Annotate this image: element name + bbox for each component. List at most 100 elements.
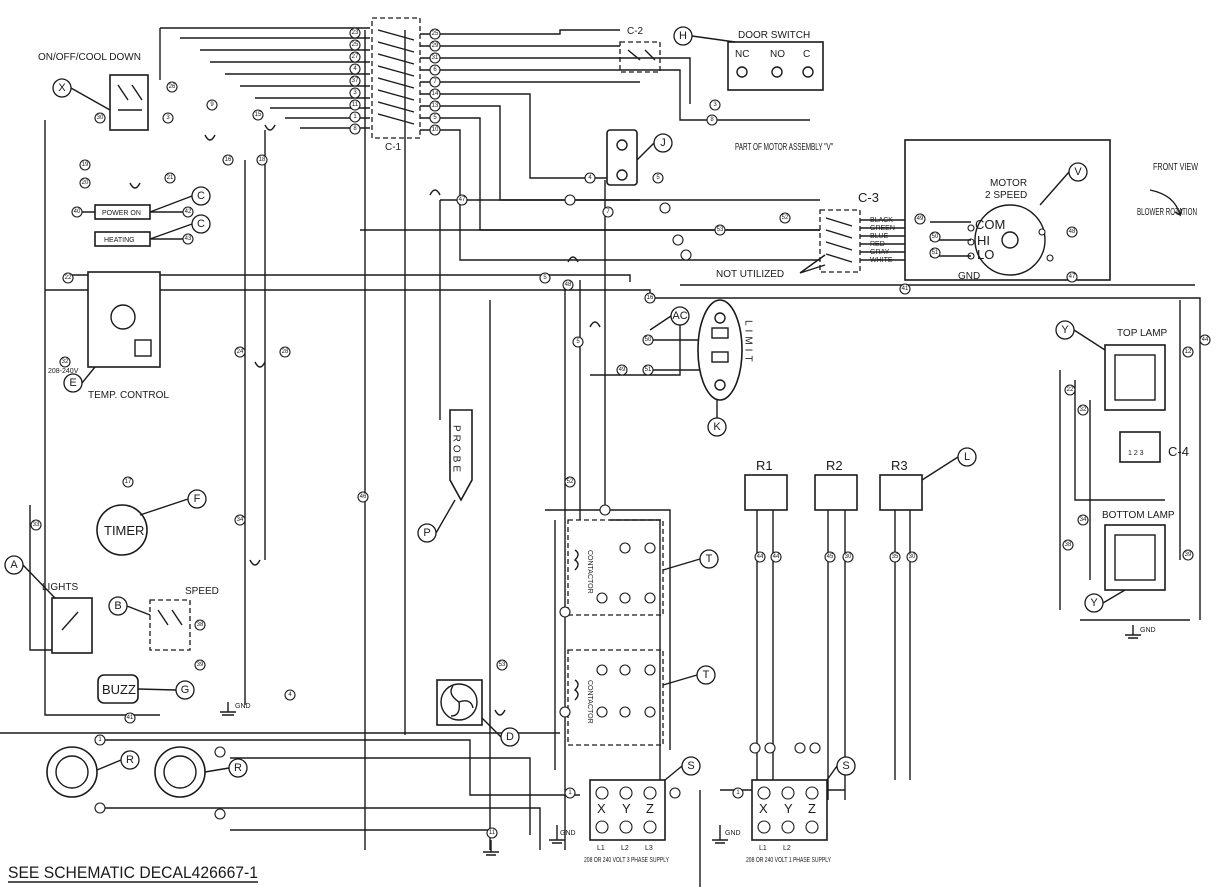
svg-text:5: 5 — [576, 339, 580, 345]
svg-text:T: T — [703, 669, 710, 681]
svg-text:C-2: C-2 — [627, 26, 644, 37]
svg-text:C-4: C-4 — [1168, 444, 1189, 459]
svg-text:F: F — [194, 493, 201, 505]
svg-text:LIMIT: LIMIT — [743, 320, 754, 366]
svg-text:20: 20 — [82, 180, 89, 186]
svg-text:44: 44 — [1202, 337, 1209, 343]
svg-text:H: H — [679, 30, 687, 42]
svg-text:1: 1 — [568, 790, 572, 796]
svg-text:48: 48 — [1069, 229, 1076, 235]
wire-number: 44 — [1199, 334, 1211, 346]
svg-text:12: 12 — [1185, 349, 1192, 355]
probe: PROBE — [449, 409, 473, 502]
bottom-lamp: BOTTOM LAMP — [1102, 510, 1175, 591]
svg-text:CONTACTOR: CONTACTOR — [586, 680, 593, 724]
wire-number — [596, 706, 608, 718]
svg-text:GND: GND — [235, 703, 251, 710]
connector-c3: C-3 BLACK GREEN BLUE RED GRAY WHITE — [819, 190, 905, 273]
svg-text:1: 1 — [98, 737, 102, 743]
ground-icon: GND — [712, 825, 741, 844]
svg-text:10: 10 — [432, 127, 439, 133]
wire-number: 4 — [584, 172, 596, 184]
svg-text:TEMP. CONTROL: TEMP. CONTROL — [88, 390, 169, 401]
svg-text:38: 38 — [1065, 542, 1072, 548]
wire-number: 41 — [899, 283, 911, 295]
callout-c: C — [191, 214, 211, 234]
door-plunger — [606, 129, 638, 186]
callout-d: D — [500, 727, 520, 747]
svg-text:GND: GND — [725, 830, 741, 837]
wire-number: 49 — [914, 213, 926, 225]
svg-text:R3: R3 — [891, 458, 908, 473]
wire-number: 12 — [1182, 346, 1194, 358]
svg-text:40: 40 — [74, 209, 81, 215]
svg-text:P: P — [423, 527, 430, 539]
svg-text:34: 34 — [1080, 517, 1087, 523]
svg-text:44: 44 — [757, 554, 764, 560]
svg-text:7: 7 — [606, 209, 610, 215]
svg-text:50: 50 — [645, 337, 652, 343]
wire-number: 41 — [124, 712, 136, 724]
svg-text:C-3: C-3 — [858, 190, 879, 205]
wire-number: 45 — [824, 551, 836, 563]
callout-r: R — [228, 758, 248, 778]
svg-text:52: 52 — [567, 479, 574, 485]
callout-f: F — [187, 489, 207, 509]
wire-number: 11 — [486, 827, 498, 839]
front-view-label: FRONT VIEW — [1153, 162, 1198, 173]
wire-number — [794, 742, 806, 754]
svg-text:43: 43 — [185, 236, 192, 242]
wire-number: 44 — [770, 551, 782, 563]
wire-number: 23 — [349, 27, 361, 39]
wire-number: 22 — [62, 272, 74, 284]
svg-text:21: 21 — [167, 175, 174, 181]
svg-text:45: 45 — [827, 554, 834, 560]
svg-text:J: J — [660, 137, 666, 149]
svg-text:4: 4 — [288, 692, 292, 698]
wire-number: 24 — [234, 346, 246, 358]
ground-symbols: GND GND GND GND — [220, 625, 1156, 856]
svg-text:30: 30 — [845, 554, 852, 560]
svg-text:28: 28 — [282, 349, 289, 355]
wire-number — [809, 742, 821, 754]
svg-text:39: 39 — [1185, 552, 1192, 558]
motor-2-speed: MOTOR 2 SPEED COM HI LO GND — [904, 139, 1111, 282]
svg-text:3: 3 — [713, 102, 717, 108]
svg-text:29: 29 — [432, 43, 439, 49]
svg-text:K: K — [713, 421, 721, 433]
svg-text:30: 30 — [97, 115, 104, 121]
terminal-block-3-phase: X Y Z L1 L2 L3 208 OR 240 VOLT 3 PHASE S… — [584, 779, 669, 864]
svg-text:48: 48 — [565, 282, 572, 288]
wire-number: 19 — [79, 159, 91, 171]
svg-text:C: C — [197, 190, 205, 202]
on-off-label: ON/OFF/COOL DOWN — [38, 52, 141, 63]
wire-number: 39 — [1182, 549, 1194, 561]
c1-label: C-1 — [385, 142, 402, 153]
wire-number: 10 — [429, 124, 441, 136]
svg-text:S: S — [842, 760, 849, 772]
svg-text:47: 47 — [1069, 274, 1076, 280]
svg-text:2 SPEED: 2 SPEED — [985, 190, 1027, 201]
wire-number: 18 — [256, 154, 268, 166]
callout-b: B — [108, 596, 128, 616]
wire-number: 32 — [59, 356, 71, 368]
wire-number: 29 — [429, 40, 441, 52]
wire-number: 8 — [349, 123, 361, 135]
svg-text:11: 11 — [352, 102, 359, 108]
power-on-indicator: POWER ON 40 42 — [71, 204, 194, 220]
wire-number: 3 — [709, 99, 721, 111]
svg-text:V: V — [1074, 166, 1082, 178]
wire-number: 32 — [1077, 404, 1089, 416]
svg-text:17: 17 — [125, 479, 132, 485]
svg-text:HEATING: HEATING — [104, 237, 135, 244]
svg-text:16: 16 — [225, 157, 232, 163]
callout-leaders — [22, 35, 1126, 781]
svg-text:8: 8 — [353, 126, 357, 132]
wire-number: 50 — [929, 231, 941, 243]
wire-number: 46 — [357, 491, 369, 503]
wire-number: 51 — [642, 364, 654, 376]
svg-text:27: 27 — [352, 54, 359, 60]
wire-number: 48 — [1066, 226, 1078, 238]
wire-number: 5 — [539, 272, 551, 284]
wire-number — [644, 592, 656, 604]
